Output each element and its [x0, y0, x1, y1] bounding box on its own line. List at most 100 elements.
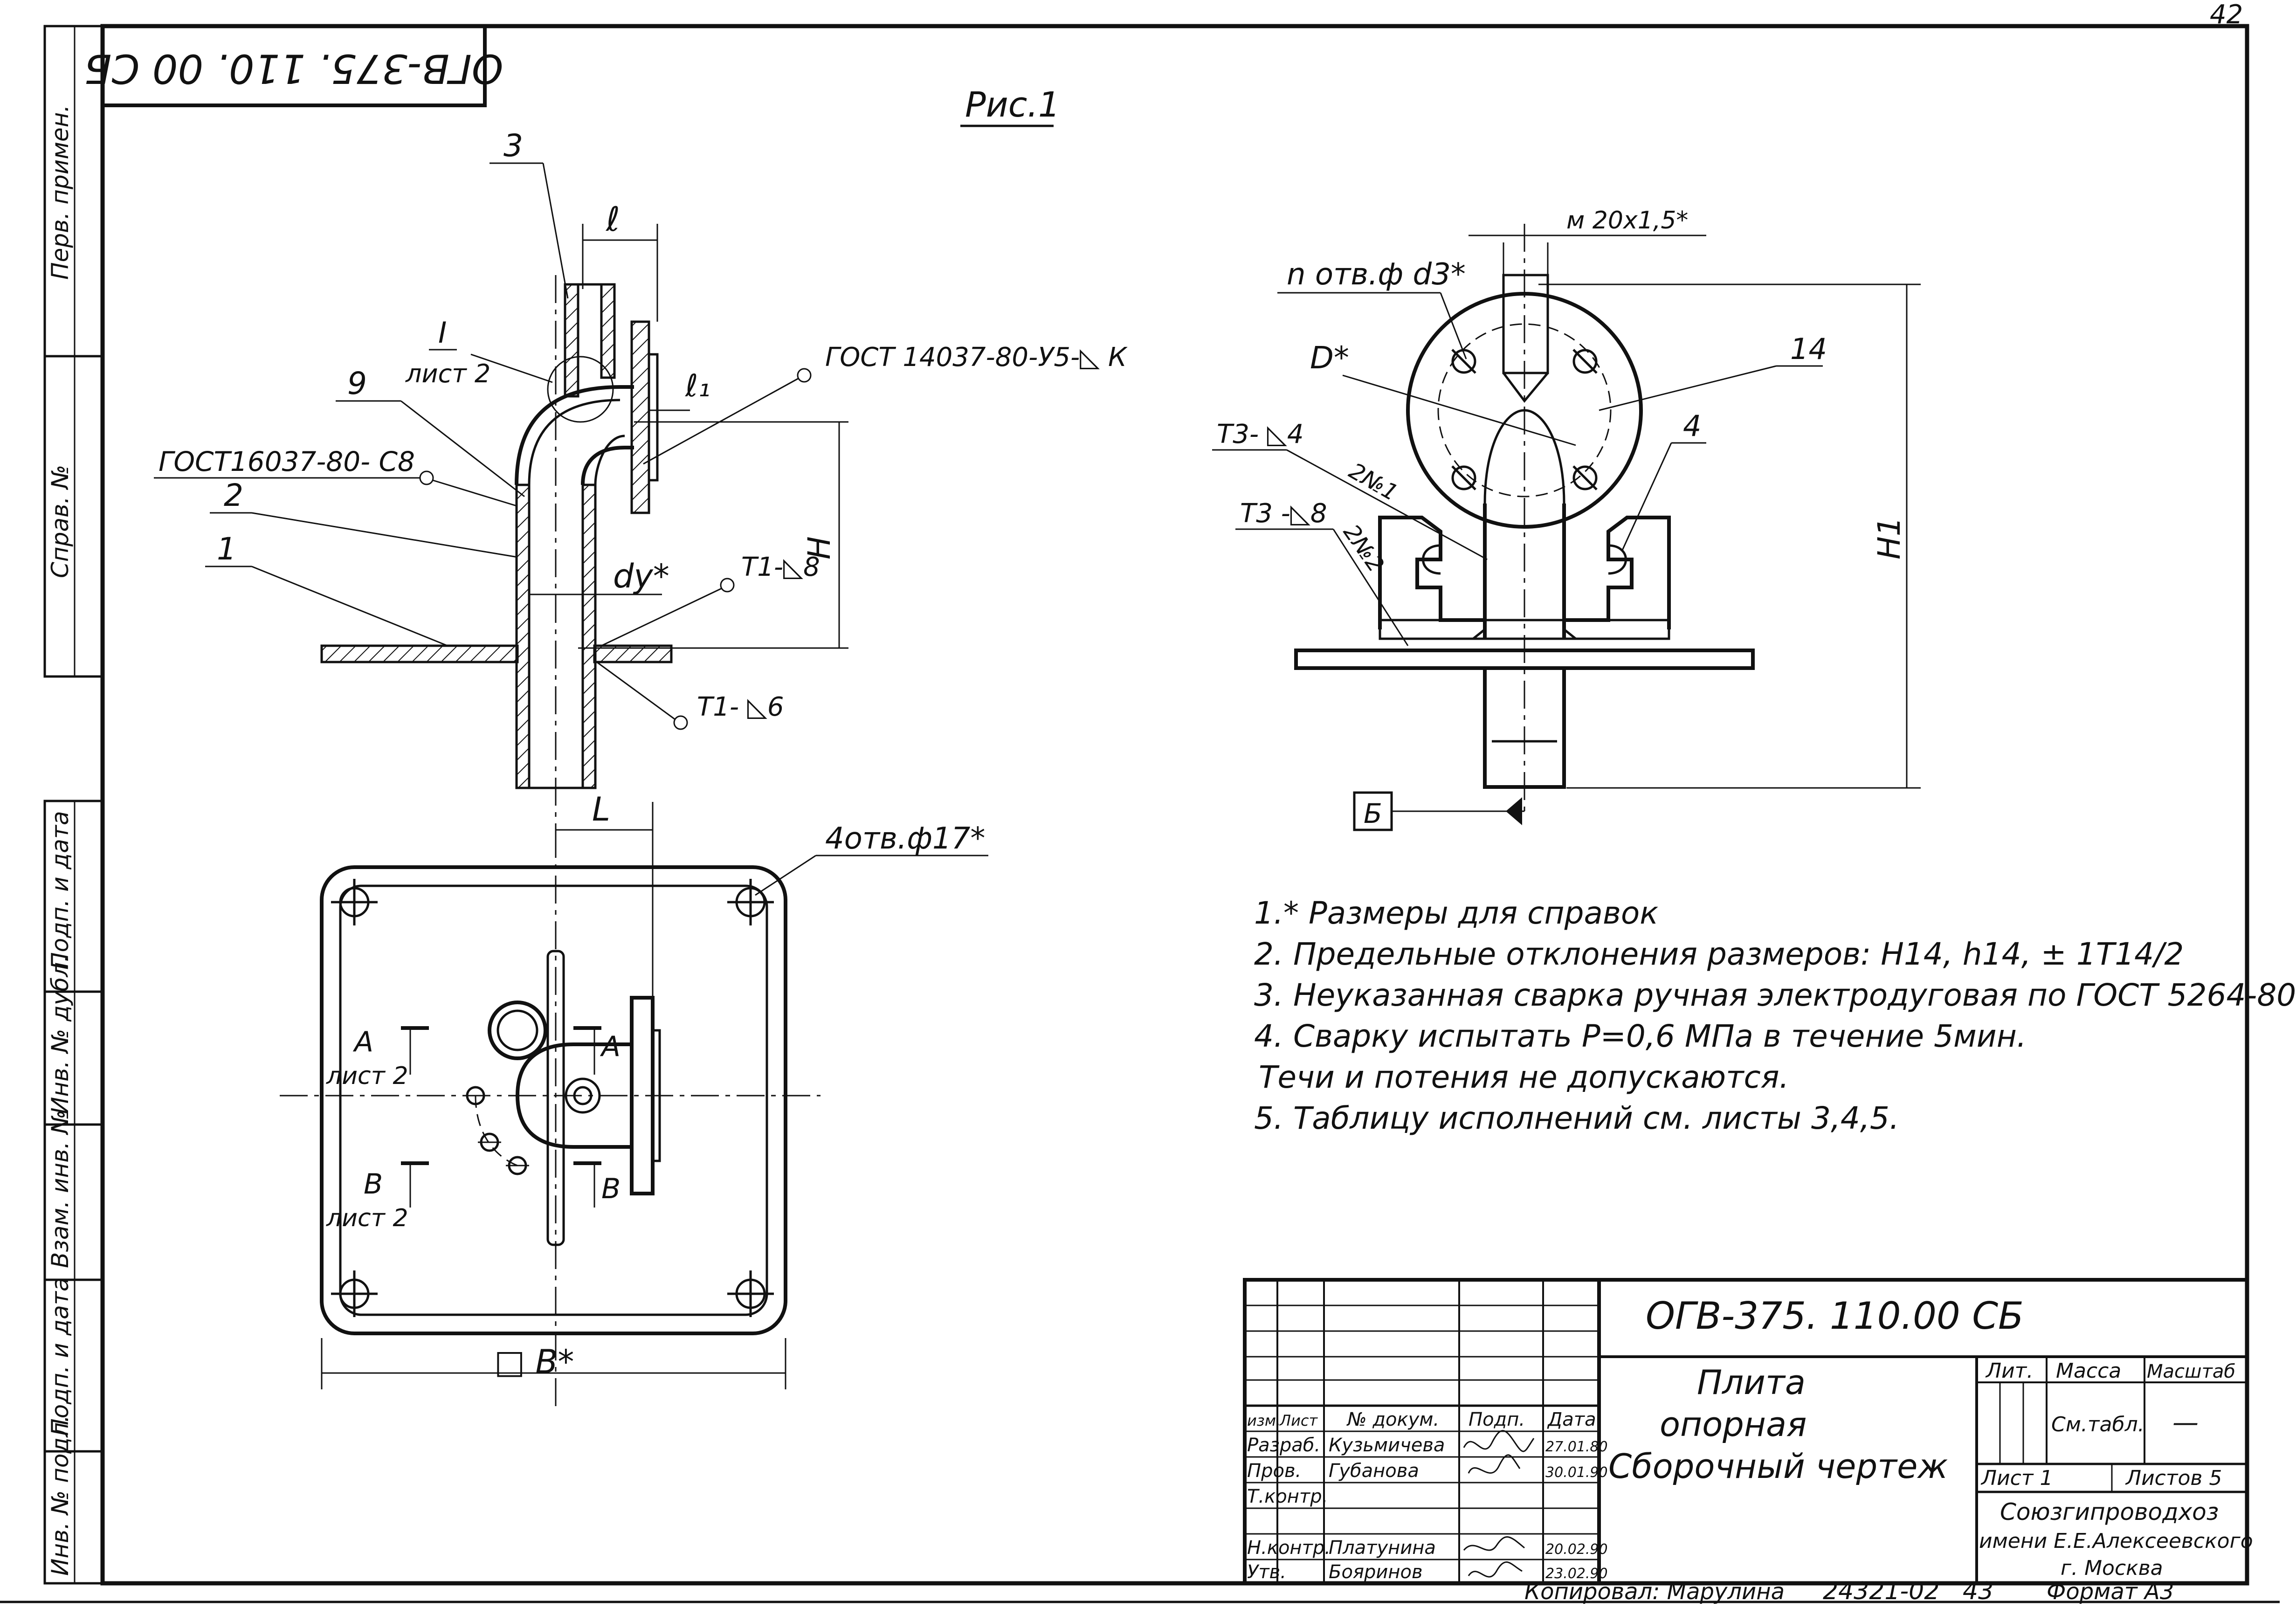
sheets-label: Листов 5: [2125, 1466, 2222, 1490]
col-date: Дата: [1547, 1409, 1596, 1430]
org-line-1: Союзгипроводхоз: [2000, 1498, 2219, 1525]
product-name-2: опорная: [1660, 1405, 1806, 1444]
scale-label: Масштаб: [2147, 1361, 2235, 1382]
product-name-3: Сборочный чертеж: [1608, 1447, 1948, 1486]
section-B-label-left: В: [364, 1168, 383, 1201]
mass-label: Масса: [2056, 1359, 2121, 1383]
outer-frame: [100, 24, 2249, 1586]
side-label-podp-data-2: Подп. и дата: [47, 1277, 74, 1436]
thread-callout: м 20х1,5*: [1566, 207, 1688, 235]
footer-sheet: 43: [1963, 1577, 1993, 1605]
note-4: 4. Сварку испытать Р=0,6 МПа в течение 5…: [1254, 1018, 2027, 1054]
row-name-1: Губанова: [1329, 1460, 1419, 1482]
plan-view: А лист 2 А В лист 2 В L 4отв.ф17* □ В*: [280, 790, 988, 1408]
figure-label: Рис.1: [965, 85, 1060, 125]
side-label-perv-primen: Перв. примен.: [47, 105, 74, 280]
section-A-label-left: А: [352, 1026, 373, 1058]
side-label-inv-dubl: Инв. № дубл.: [47, 955, 74, 1114]
lit-label: Лит.: [1985, 1359, 2033, 1383]
detail-I: I: [438, 316, 447, 350]
side-label-vzam-inv: Взам. инв. №: [47, 1110, 74, 1268]
weld-top: ГОСТ 14037-80-У5-◺ К: [825, 342, 1128, 373]
row-role-2: Т.контр.: [1247, 1486, 1328, 1507]
footer-number: 24321-02: [1823, 1577, 1939, 1605]
rotated-designation-stamp: ОГВ-375. 110. 00 СБ: [84, 24, 503, 107]
callout-4: 4: [1683, 409, 1701, 443]
designation: ОГВ-375. 110.00 СБ: [1646, 1294, 2024, 1338]
notes-block: 1.* Размеры для справок 2. Предельные от…: [1254, 893, 2296, 1139]
signature-1: [1468, 1454, 1521, 1474]
section-A-label-right: А: [600, 1030, 621, 1063]
product-name-1: Плита: [1697, 1363, 1806, 1402]
weld-t1-8: Т1-◺8: [741, 552, 820, 582]
org-line-2: имени Е.Е.Алексеевского: [1979, 1529, 2253, 1553]
section-A-sheet: лист 2: [326, 1062, 408, 1090]
side-view: м 20х1,5* n отв.ф d3* D* 14 4 Т3- ◺4 2№1…: [1212, 207, 1921, 831]
row-date-4: 23.02.90: [1545, 1566, 1608, 1582]
title-block: [1243, 1278, 2249, 1585]
holes-callout: 4отв.ф17*: [825, 821, 985, 856]
row-date-0: 27.01.80: [1545, 1439, 1608, 1455]
weld-t1-6: Т1- ◺6: [697, 692, 784, 722]
base-letter: Б: [1364, 798, 1382, 829]
holes-d3-callout: n отв.ф d3*: [1287, 257, 1466, 292]
row-role-3: Н.контр.: [1247, 1537, 1331, 1559]
row-role-1: Пров.: [1247, 1460, 1301, 1482]
callout-14: 14: [1790, 332, 1827, 366]
note-2: 2. Предельные отклонения размеров: Н14, …: [1254, 936, 2184, 972]
svg-text:ОГВ-375. 110. 00 СБ: ОГВ-375. 110. 00 СБ: [84, 45, 503, 92]
weld-t3-4: Т3- ◺4: [1217, 419, 1304, 449]
row-role-0: Разраб.: [1247, 1435, 1320, 1456]
footer-format: Формат А3: [2047, 1579, 2174, 1605]
side-label-sprav: Справ. №: [47, 465, 74, 578]
weld-t3-8: Т3 -◺8: [1240, 498, 1327, 529]
callout-1: 1: [217, 531, 236, 567]
row-name-3: Платунина: [1329, 1537, 1436, 1559]
section-B-label-right: В: [601, 1173, 621, 1205]
dim-dy: dy*: [613, 557, 669, 595]
dim-H1: H1: [1871, 517, 1907, 559]
dim-l: ℓ: [605, 200, 620, 239]
note-1: 1.* Размеры для справок: [1254, 895, 1659, 931]
page-number: 42: [2210, 0, 2243, 30]
callout-3: 3: [503, 128, 523, 164]
note-3: 3. Неуказанная сварка ручная электродуго…: [1254, 977, 2296, 1013]
col-list: Лист: [1279, 1412, 1318, 1429]
col-sign: Подп.: [1469, 1409, 1525, 1430]
detail-sheet: лист 2: [405, 359, 490, 388]
footer-copied: Копировал: Марулина: [1524, 1579, 1785, 1605]
note-5: 5. Таблицу исполнений см. листы 3,4,5.: [1254, 1100, 1899, 1136]
row-name-4: Бояринов: [1329, 1561, 1423, 1583]
side-label-podp-data-1: Подп. и дата: [47, 811, 74, 970]
signature-3: [1463, 1536, 1525, 1551]
row-date-3: 20.02.90: [1545, 1541, 1608, 1558]
col-izm: изм.: [1247, 1412, 1281, 1429]
side-columns: Перв. примен. Справ. № Подп. и дата Инв.…: [43, 25, 104, 1585]
side-label-inv-podl: Инв. № подл.: [47, 1415, 74, 1576]
note-4b: Течи и потения не допускаются.: [1259, 1059, 1789, 1095]
seam-1: 2№1: [1345, 458, 1402, 506]
row-role-4: Утв.: [1247, 1561, 1286, 1583]
sheet-label: Лист 1: [1980, 1466, 2053, 1490]
callout-9: 9: [347, 366, 367, 401]
signature-0: [1463, 1430, 1535, 1452]
weld-left: ГОСТ16037-80- С8: [159, 446, 415, 477]
dim-D: D*: [1310, 340, 1349, 376]
footer: Копировал: Марулина 24321-02 43 Формат А…: [1524, 1577, 2174, 1605]
row-name-0: Кузьмичева: [1329, 1435, 1445, 1456]
row-date-1: 30.01.90: [1545, 1464, 1608, 1481]
col-doc: № докум.: [1346, 1409, 1439, 1430]
section-view: ℓ ℓ₁ H dy* 3 I лист 2 9 ГОСТ16037-80- С8…: [154, 128, 1128, 830]
dim-l1: ℓ₁: [685, 368, 710, 404]
dim-L: L: [592, 790, 610, 828]
title-block-text: ОГВ-375. 110.00 СБ Плита опорная Сборочн…: [1247, 1294, 2253, 1583]
org-line-3: г. Москва: [2061, 1556, 2163, 1580]
dim-B: □ В*: [494, 1343, 574, 1381]
callout-2: 2: [224, 477, 243, 513]
signature-4: [1468, 1561, 1523, 1578]
dim-H: H: [801, 536, 837, 559]
mass-value: См.табл.: [2051, 1413, 2144, 1436]
scale-value: —: [2172, 1408, 2199, 1438]
section-B-sheet: лист 2: [326, 1204, 408, 1232]
